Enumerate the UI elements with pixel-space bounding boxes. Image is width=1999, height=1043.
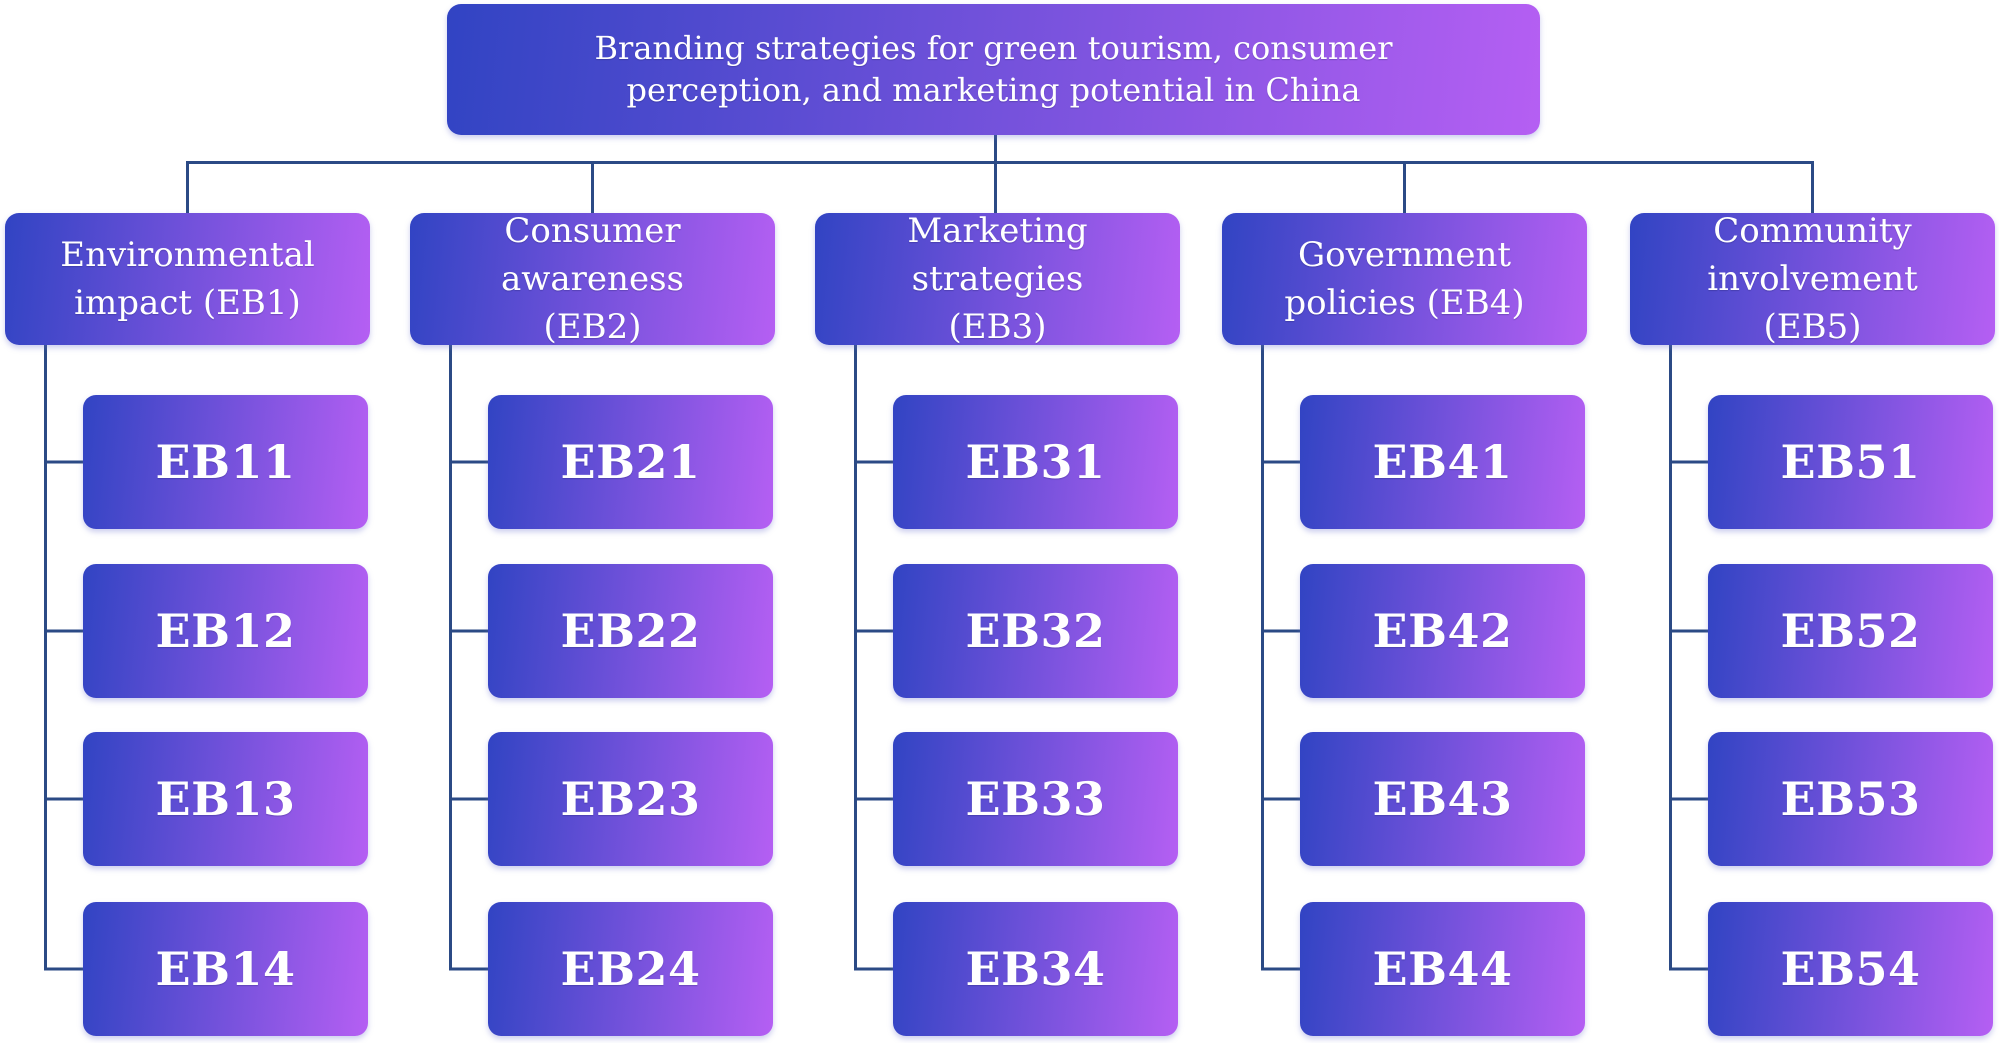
node-eb12-label: EB12 [155, 604, 296, 658]
node-eb3-label: Marketing strategies (EB3) [907, 210, 1088, 348]
node-eb42: EB42 [1300, 564, 1585, 698]
node-eb34-label: EB34 [965, 942, 1106, 996]
node-eb42-label: EB42 [1372, 604, 1513, 658]
connector-branch4-to-children [1261, 344, 1301, 971]
node-eb31-label: EB31 [965, 435, 1106, 489]
node-eb52-label: EB52 [1780, 604, 1921, 658]
node-eb31: EB31 [893, 395, 1178, 529]
node-eb11-label: EB11 [155, 435, 296, 489]
node-eb4-label: Government policies (EB4) [1284, 234, 1525, 323]
node-eb44-label: EB44 [1372, 942, 1513, 996]
node-eb21-label: EB21 [560, 435, 701, 489]
connector-root-to-branches [186, 135, 1814, 214]
node-eb3: Marketing strategies (EB3) [815, 211, 1180, 347]
connector-branch3-to-children [854, 344, 894, 971]
node-eb24-label: EB24 [560, 942, 701, 996]
node-eb24: EB24 [488, 902, 773, 1036]
node-eb13-label: EB13 [155, 772, 296, 826]
node-eb2: Consumer awareness (EB2) [410, 211, 775, 347]
node-root: Branding strategies for green tourism, c… [447, 4, 1540, 135]
node-eb54-label: EB54 [1780, 942, 1921, 996]
node-eb14: EB14 [83, 902, 368, 1036]
connector-branch5-to-children [1669, 344, 1709, 971]
node-eb41-label: EB41 [1372, 435, 1513, 489]
node-eb12: EB12 [83, 564, 368, 698]
node-eb32-label: EB32 [965, 604, 1106, 658]
node-eb23-label: EB23 [560, 772, 701, 826]
node-eb44: EB44 [1300, 902, 1585, 1036]
node-eb4: Government policies (EB4) [1222, 213, 1587, 345]
node-eb43-label: EB43 [1372, 772, 1513, 826]
node-eb13: EB13 [83, 732, 368, 866]
connector-branch1-to-children [44, 344, 84, 971]
node-eb51: EB51 [1708, 395, 1993, 529]
node-eb53: EB53 [1708, 732, 1993, 866]
node-eb14-label: EB14 [155, 942, 296, 996]
node-eb5: Community involvement (EB5) [1630, 211, 1995, 347]
node-eb53-label: EB53 [1780, 772, 1921, 826]
node-eb2-label: Consumer awareness (EB2) [501, 210, 684, 348]
node-eb33: EB33 [893, 732, 1178, 866]
node-root-label: Branding strategies for green tourism, c… [594, 28, 1393, 109]
node-eb43: EB43 [1300, 732, 1585, 866]
node-eb51-label: EB51 [1780, 435, 1921, 489]
node-eb22-label: EB22 [560, 604, 701, 658]
node-eb1: Environmental impact (EB1) [5, 213, 370, 345]
node-eb21: EB21 [488, 395, 773, 529]
node-eb23: EB23 [488, 732, 773, 866]
node-eb22: EB22 [488, 564, 773, 698]
node-eb11: EB11 [83, 395, 368, 529]
node-eb5-label: Community involvement (EB5) [1707, 210, 1918, 348]
node-eb54: EB54 [1708, 902, 1993, 1036]
node-eb52: EB52 [1708, 564, 1993, 698]
node-eb33-label: EB33 [965, 772, 1106, 826]
node-eb1-label: Environmental impact (EB1) [60, 234, 315, 323]
node-eb34: EB34 [893, 902, 1178, 1036]
node-eb32: EB32 [893, 564, 1178, 698]
connector-branch2-to-children [449, 344, 489, 971]
node-eb41: EB41 [1300, 395, 1585, 529]
